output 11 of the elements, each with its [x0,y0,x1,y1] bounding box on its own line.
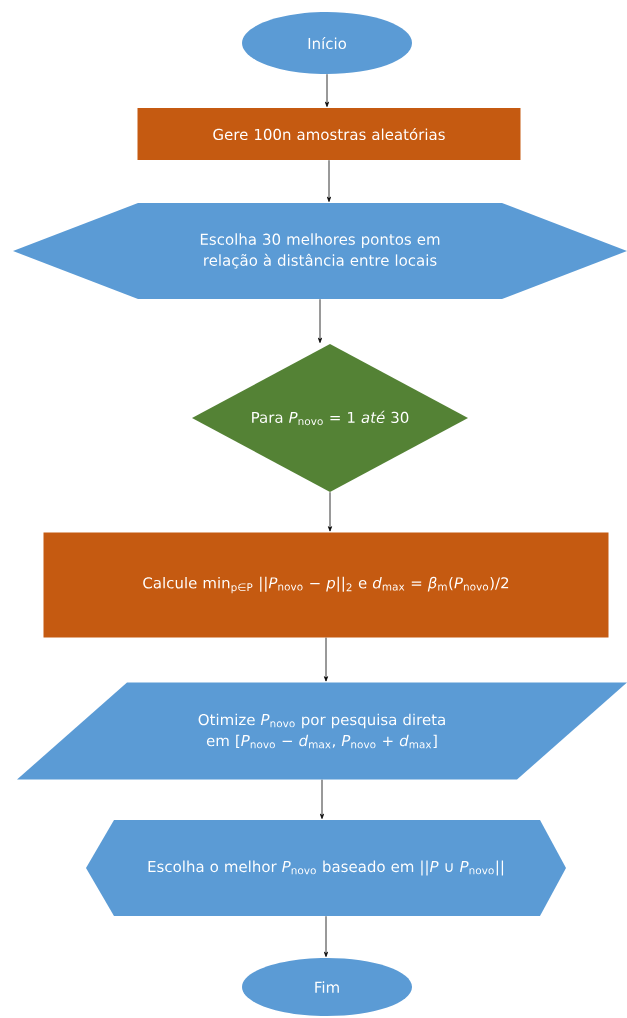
process-box: Gere 100n amostras aleatórias [137,108,521,160]
arrow [324,637,328,682]
process-box: Calcule min$_{p∈P}$ ||P$_{novo}$ − p||$_{2}$ e d$_{max}$ = β$_{m}$(P$_{novo}$)/2 [43,532,609,638]
arrow [328,491,332,532]
data-parallelogram: Otimize P$_{novo}$ por pesquisa direta em [P$_{novo}$ − d$_{max}$, P$_{novo}$ + d$_{max}$] [17,682,627,780]
arrow [324,915,328,957]
arrow [320,779,324,819]
arrow [318,298,322,343]
arrow [327,159,331,202]
arrow [325,73,329,108]
preparation-hexagon: Escolha 30 melhores pontos em relação à distância entre locais [13,203,627,299]
